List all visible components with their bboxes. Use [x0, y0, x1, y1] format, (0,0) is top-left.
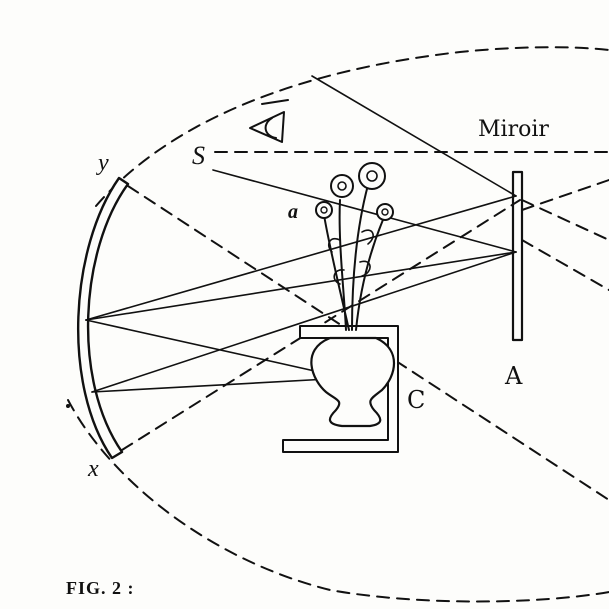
ray-lower-to-vase [91, 377, 347, 393]
dashed-ray-right-b [521, 179, 609, 211]
vase [310, 336, 395, 428]
dashed-ellipse [67, 46, 609, 603]
label-flower: a [288, 201, 298, 223]
flower-top [358, 162, 386, 190]
figure-caption: FIG. 2 : [66, 578, 135, 598]
flower-top-center [366, 170, 378, 182]
ray-lower-to-mirror [91, 251, 517, 393]
flower-a [315, 201, 333, 219]
flower-right [376, 203, 394, 221]
flower-right-center [381, 208, 389, 216]
concave-mirror [77, 176, 130, 460]
label-mirror: Miroir [478, 117, 549, 142]
flat-mirror [511, 170, 524, 342]
label-top-rim: y [96, 150, 109, 176]
label-mirror-point: A [504, 362, 523, 390]
dashed-ray-right-a [521, 199, 609, 241]
ray-top-to-mirror [311, 75, 517, 197]
flower-stems [323, 184, 386, 331]
ray-concave-to-vase [85, 319, 347, 379]
focus-dot [66, 404, 70, 408]
dashed-ray-right-c [521, 239, 609, 291]
label-stand: C [407, 386, 425, 414]
label-bottom-rim: x [87, 456, 99, 482]
label-observer: S [192, 141, 205, 170]
flower-left [330, 174, 354, 198]
flower-a-center [320, 206, 328, 214]
ray-s-to-mirror [212, 169, 517, 253]
dashed-ray-lower [121, 199, 521, 451]
flower-left-center [337, 181, 347, 191]
eye-icon [249, 99, 289, 143]
ray-concave-to-mirror-2 [85, 195, 517, 321]
flower-leaves [328, 229, 374, 285]
ray-concave-to-mirror [85, 251, 517, 321]
